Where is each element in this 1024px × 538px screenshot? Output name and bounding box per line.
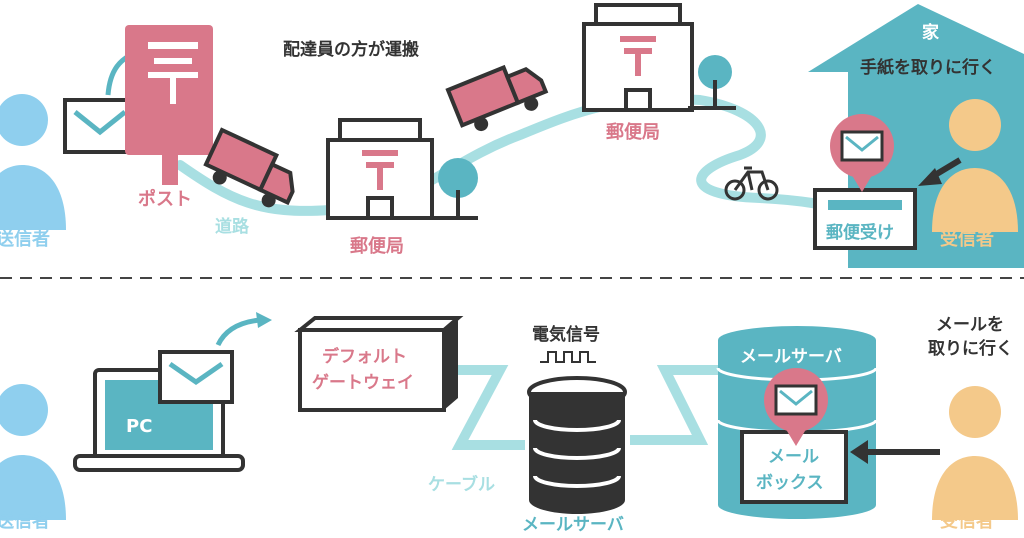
post-label: ポスト [138, 188, 192, 210]
road-label: 道路 [215, 216, 250, 237]
envelope-icon [158, 350, 234, 404]
mailbox-label-line1: メール [768, 447, 819, 467]
receiver-person-icon [932, 99, 1018, 232]
truck-icon-2 [445, 64, 549, 132]
sender-person-icon [0, 384, 66, 520]
post-office-building-2 [582, 3, 694, 112]
tree-icon [430, 158, 478, 220]
cable-path [440, 365, 730, 450]
server-center-label: メールサーバ [522, 515, 624, 535]
post-office-label-1: 郵便局 [350, 235, 404, 257]
receiver-person-icon [932, 386, 1018, 520]
arrow-icon [918, 157, 962, 186]
pickup-label-line1: メールを [936, 315, 1004, 335]
sender-label: 送信者 [0, 510, 50, 532]
mailbox-receptacle [813, 188, 917, 250]
laptop-icon [73, 368, 245, 472]
receiver-label: 受信者 [940, 510, 994, 532]
bicycle-icon [724, 166, 779, 201]
sender-person-icon [0, 94, 66, 230]
arrow-icon [215, 317, 261, 347]
signal-wave-icon [540, 351, 596, 363]
server-stack-icon [527, 376, 627, 514]
post-office-label-2: 郵便局 [606, 121, 660, 143]
tree-icon [688, 55, 736, 110]
mailbox-label: 郵便受け [826, 222, 894, 243]
gateway-label-line2: ゲートウェイ [312, 372, 414, 393]
pickup-label: 手紙を取りに行く [860, 57, 996, 78]
envelope-pin-icon [764, 368, 828, 446]
cable-label: ケーブル [428, 474, 495, 495]
default-gateway-box [294, 316, 464, 412]
arrow-icon [850, 440, 940, 464]
post-box-icon [125, 25, 213, 185]
post-office-building-1 [326, 118, 434, 220]
truck-icon-1 [203, 127, 295, 208]
mailbox-label-line2: ボックス [756, 473, 824, 493]
gateway-label-line1: デフォルト [322, 346, 407, 367]
server-right-label: メールサーバ [740, 347, 842, 367]
envelope-pin-icon [830, 114, 894, 192]
house-label: 家 [922, 22, 939, 43]
sender-label: 送信者 [0, 228, 50, 250]
signal-label: 電気信号 [532, 324, 600, 345]
envelope-icon [63, 98, 137, 154]
receiver-label: 受信者 [940, 228, 994, 250]
pickup-label-line2: 取りに行く [928, 338, 1013, 359]
delivery-caption: 配達員の方が運搬 [283, 39, 419, 60]
pc-label: PC [126, 416, 152, 437]
